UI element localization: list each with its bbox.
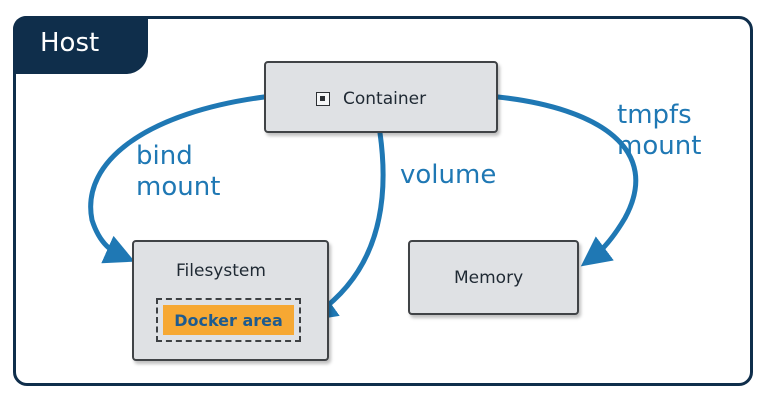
bind-mount-label-line-1: bind	[136, 141, 193, 171]
container-label: Container	[343, 89, 427, 109]
host-tab	[13, 16, 148, 74]
tmpfs-mount-label-line-2: mount	[617, 131, 702, 161]
bind-mount-arrow	[88, 94, 267, 264]
tmpfs-mount-label: tmpfs mount	[617, 100, 701, 162]
bind-mount-label: bind mount	[136, 141, 220, 203]
filesystem-label: Filesystem	[176, 261, 266, 281]
container-node: Container	[264, 61, 498, 133]
docker-area-label: Docker area	[163, 305, 294, 335]
host-label: Host	[40, 28, 100, 58]
memory-label: Memory	[454, 268, 524, 288]
memory-node: Memory	[408, 240, 579, 315]
docker-area-node: Docker area	[156, 298, 301, 342]
filesystem-node: Filesystem Docker area	[132, 240, 329, 361]
tmpfs-mount-label-line-1: tmpfs	[617, 100, 692, 130]
volume-label: volume	[400, 160, 497, 190]
bind-mount-label-line-2: mount	[136, 172, 221, 202]
volume-arrow	[306, 130, 386, 322]
tmpfs-mount-arrow	[495, 94, 639, 267]
container-icon	[316, 92, 330, 106]
